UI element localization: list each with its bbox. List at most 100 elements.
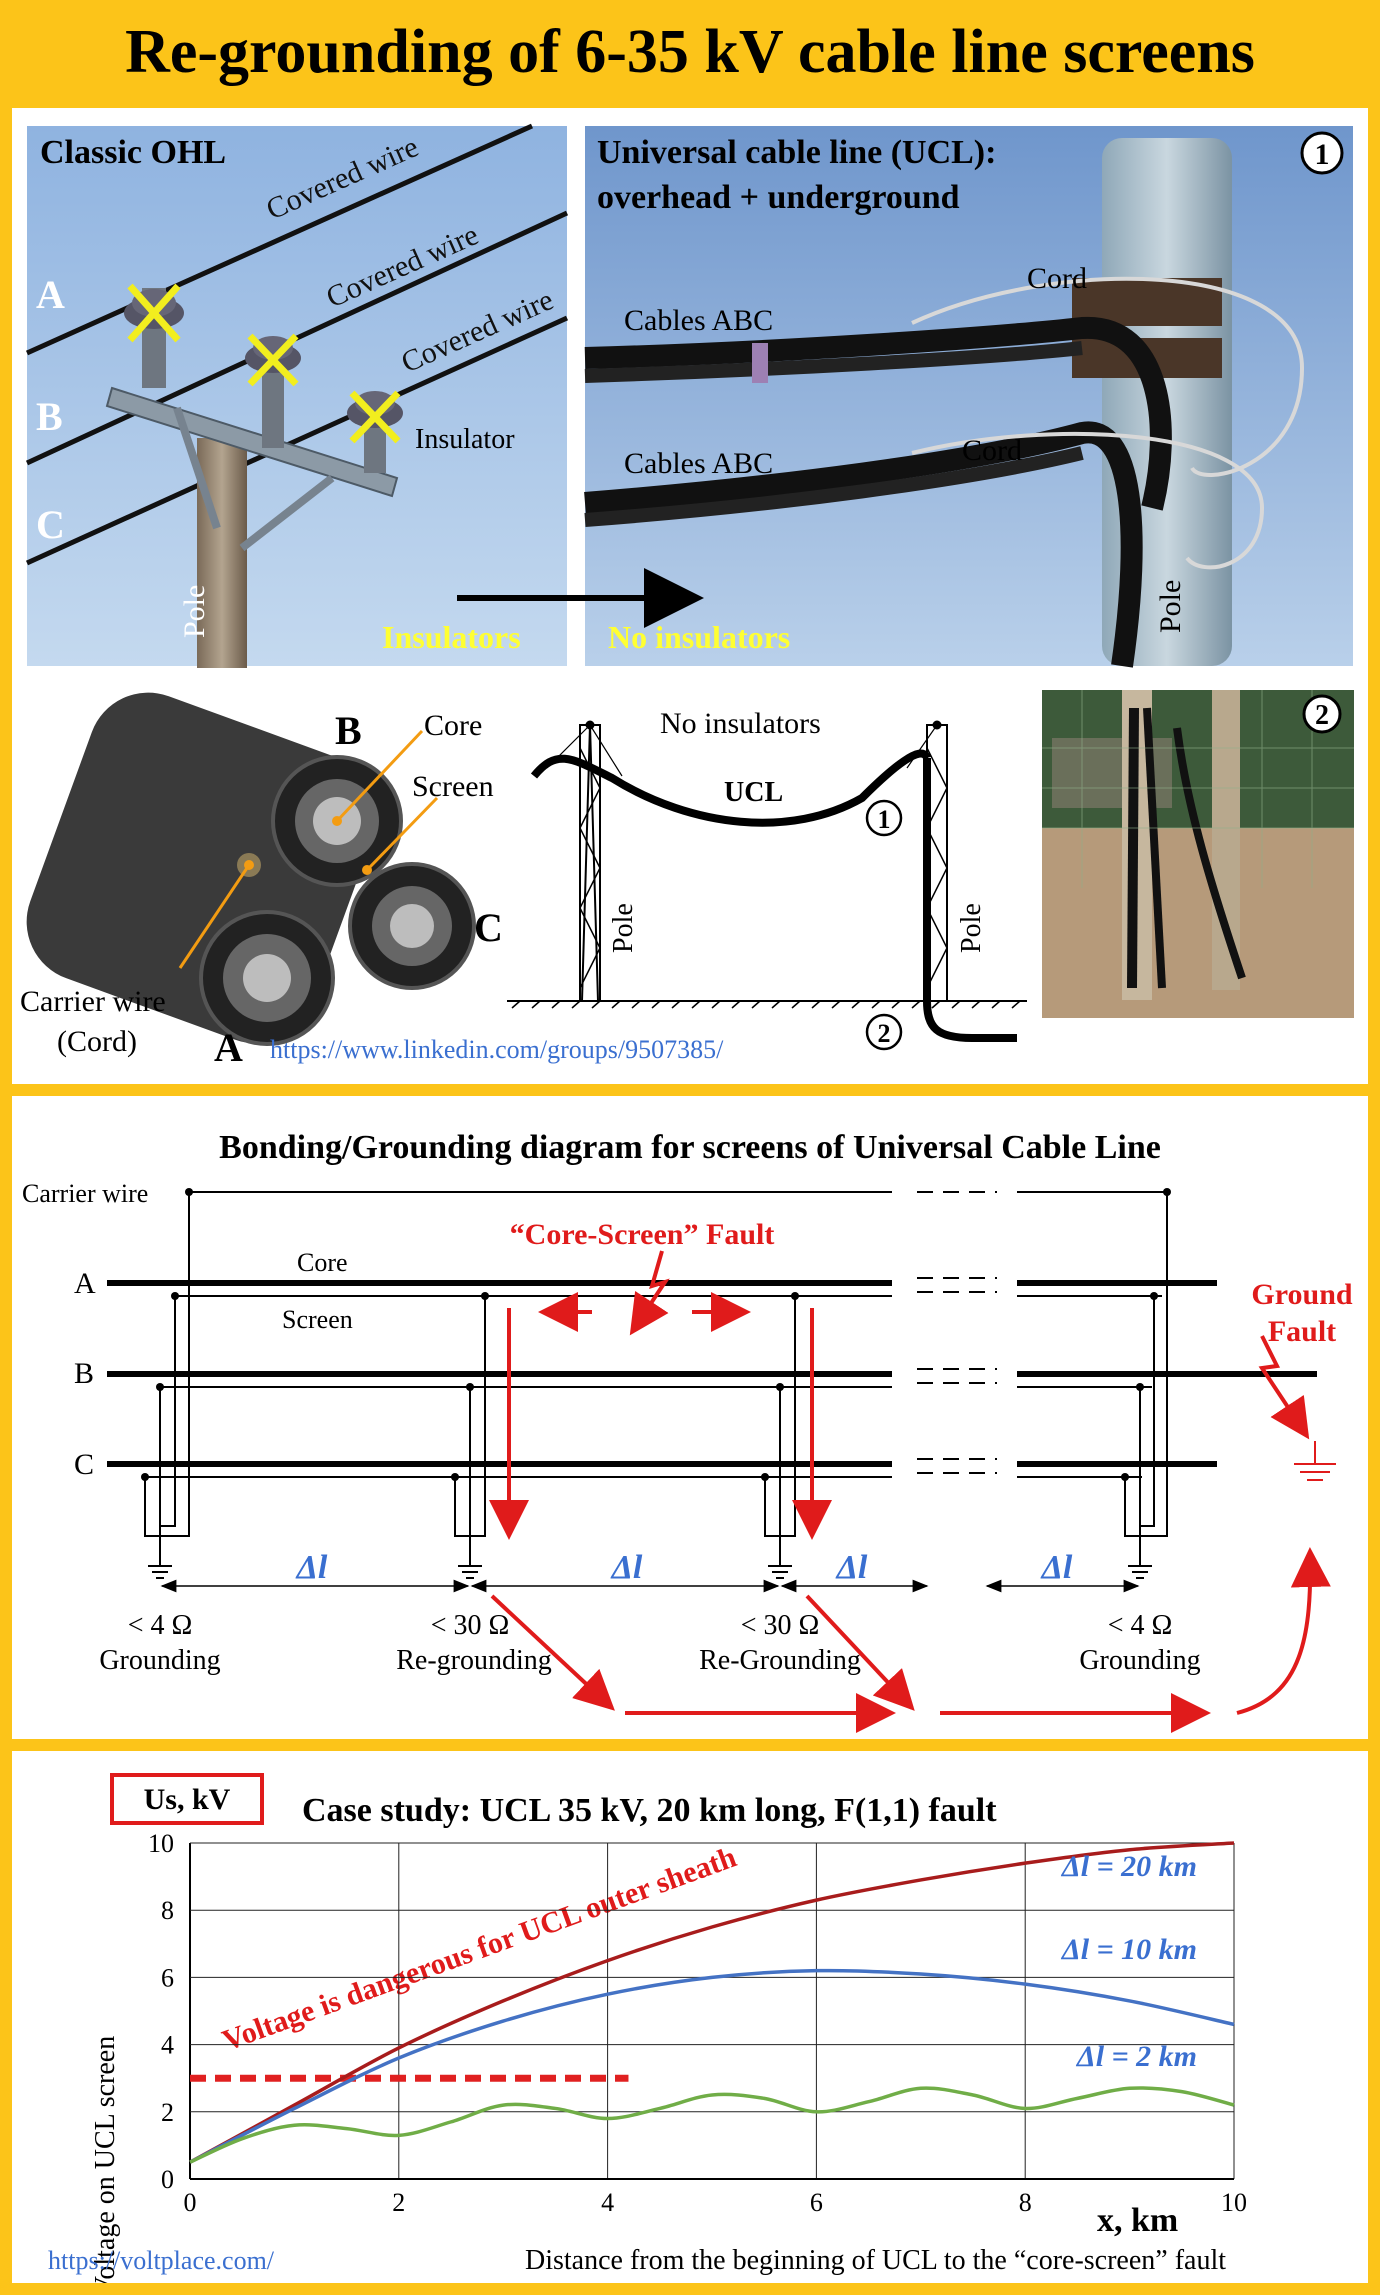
bonding-title: Bonding/Grounding diagram for screens of…	[219, 1129, 1161, 1166]
covered-wire-c	[25, 315, 569, 566]
cables-abc-label-1: Cables ABC	[624, 304, 773, 337]
ground-fault-label-2: Fault	[1268, 1315, 1336, 1348]
ground-fault-label-1: Ground	[1251, 1278, 1352, 1311]
marker-1-text: 1	[1315, 138, 1330, 171]
insulators-caption: Insulators	[382, 619, 521, 655]
series-line	[189, 2086, 1235, 2164]
node1-label: Grounding	[99, 1645, 220, 1676]
y-tick-label: 8	[161, 1896, 174, 1925]
ucl-heading-line1: Universal cable line (UCL):	[597, 134, 996, 171]
ucl-pole-label: Pole	[1154, 580, 1187, 633]
screen-line-label: Screen	[282, 1305, 353, 1334]
x-tick-label: 0	[184, 2188, 197, 2217]
ohl-photo: Classic OHL Covered wire Covered wire Co…	[25, 123, 569, 668]
danger-annotation: Voltage is dangerous for UCL outer sheat…	[218, 1840, 741, 2057]
ohl-pole-label: Pole	[178, 585, 211, 638]
upper-cord	[911, 276, 1305, 477]
chart-panel: Us, kV Case study: UCL 35 kV, 20 km long…	[12, 1751, 1368, 2295]
sketch-no-insulators: No insulators	[660, 707, 821, 740]
x-tick-label: 10	[1221, 2188, 1247, 2217]
x-axis-unit: x, km	[1097, 2202, 1178, 2239]
sketch-marker-1-text: 1	[878, 805, 891, 834]
node2-label: Re-grounding	[396, 1645, 552, 1676]
y-tick-label: 0	[161, 2165, 174, 2194]
bonding-wiring	[107, 1191, 1317, 1593]
series-legend-label: Δl = 2 km	[1076, 2040, 1197, 2073]
delta-l-1: Δl	[295, 1549, 328, 1586]
core-line-label: Core	[297, 1248, 348, 1277]
x-tick-label: 4	[601, 2188, 614, 2217]
x-tick-label: 8	[1019, 2188, 1032, 2217]
lower-cord	[911, 431, 1265, 570]
marker-2	[1302, 694, 1342, 734]
us-kv-box	[110, 1773, 264, 1825]
screen-label: Screen	[412, 770, 494, 803]
sketch-marker-1	[865, 799, 903, 837]
voltplace-link[interactable]: https://voltplace.com/	[48, 2246, 275, 2275]
core-screen-fault-label: “Core-Screen” Fault	[510, 1218, 775, 1251]
bond-phase-b: B	[74, 1357, 94, 1390]
node3-ohm: < 30 Ω	[741, 1610, 820, 1641]
y-tick-label: 2	[161, 2098, 174, 2127]
node4-ohm: < 4 Ω	[1108, 1610, 1173, 1641]
marker-1	[1300, 131, 1344, 175]
linkedin-link[interactable]: https://www.linkedin.com/groups/9507385/	[270, 1035, 724, 1064]
x-tick-label: 6	[810, 2188, 823, 2217]
x-tick-label: 2	[392, 2188, 405, 2217]
delta-l-4: Δl	[1040, 1549, 1073, 1586]
node2-ohm: < 30 Ω	[431, 1610, 510, 1641]
ground-fault-symbol	[1294, 1441, 1336, 1481]
no-insulators-caption: No insulators	[608, 619, 790, 655]
delta-l-2: Δl	[610, 1549, 643, 1586]
sketch-marker-2	[865, 1013, 903, 1051]
bond-phase-a: A	[74, 1267, 96, 1300]
series-legend-label: Δl = 20 km	[1061, 1850, 1197, 1883]
covered-wire-a	[25, 123, 534, 356]
delta-l-3: Δl	[835, 1549, 868, 1586]
series-legend-label: Δl = 10 km	[1061, 1933, 1197, 1966]
phase-label-c: C	[36, 502, 65, 547]
ucl-sketch	[507, 720, 1027, 1051]
phase-label-a: A	[36, 272, 65, 317]
cord-label-1: Cord	[1027, 262, 1087, 295]
voltage-chart: Us, kV Case study: UCL 35 kV, 20 km long…	[48, 1773, 1247, 2295]
bond-phase-c: C	[74, 1448, 94, 1481]
sketch-marker-2-text: 2	[878, 1019, 891, 1048]
insulator-a	[124, 283, 184, 388]
phase-label-b: B	[36, 394, 63, 439]
lower-cables	[584, 421, 1143, 668]
series-line	[189, 1841, 1235, 2164]
cord-label-2: Cord	[962, 434, 1022, 467]
x-axis-caption: Distance from the beginning of UCL to th…	[525, 2245, 1226, 2276]
carrier-label-line2: (Cord)	[57, 1025, 137, 1058]
ucl-photo: 1 Universal cable line (UCL): overhead +…	[584, 126, 1353, 668]
marker-2-text: 2	[1315, 700, 1329, 731]
fault-current-arrows	[489, 1250, 1331, 1733]
y-axis-label: Voltage on UCL screen	[90, 2036, 121, 2283]
bonding-svg: Bonding/Grounding diagram for screens of…	[22, 1129, 1353, 1733]
chart-title: Case study: UCL 35 kV, 20 km long, F(1,1…	[302, 1792, 997, 1829]
section-phase-c: C	[474, 905, 503, 950]
node3-label: Re-Grounding	[699, 1645, 861, 1676]
section-phase-b: B	[335, 708, 362, 753]
insulator-b	[245, 333, 301, 448]
sketch-pole-left: Pole	[608, 903, 639, 953]
wooden-pole	[197, 438, 247, 668]
section-phase-a: A	[214, 1025, 243, 1070]
node1-ohm: < 4 Ω	[128, 1610, 193, 1641]
carrier-wire-label: Carrier wire	[22, 1179, 148, 1208]
ground-photo: 2	[1042, 690, 1354, 1018]
cable-cross-section: Core Screen Carrier wire (Cord) A B C	[20, 692, 503, 1070]
insulator-label: Insulator	[415, 424, 515, 455]
carrier-label-line1: Carrier wire	[20, 985, 166, 1018]
series-line	[189, 1968, 1235, 2164]
core-label: Core	[424, 709, 482, 742]
overview-panel: Classic OHL Covered wire Covered wire Co…	[12, 108, 1368, 1084]
ohl-heading: Classic OHL	[40, 134, 226, 171]
ucl-heading-line2: overhead + underground	[597, 179, 960, 216]
sketch-ucl-label: UCL	[724, 777, 783, 808]
insulator-c	[347, 390, 403, 473]
y-unit-label: Us, kV	[144, 1783, 231, 1816]
y-tick-label: 6	[161, 1963, 174, 1992]
upper-cables	[584, 316, 1172, 511]
